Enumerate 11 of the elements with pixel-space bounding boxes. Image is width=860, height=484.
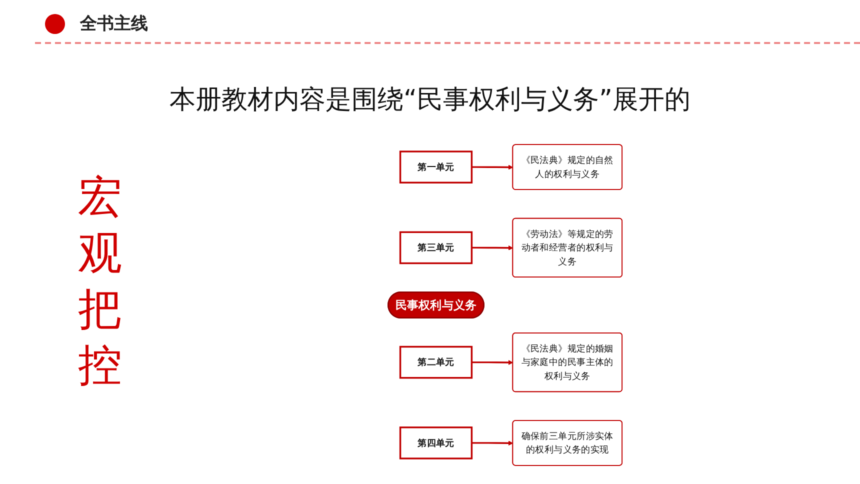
arrow <box>472 245 514 250</box>
title: 本册教材内容是围绕“民事权利与义务”展开的 <box>168 84 692 117</box>
node-box: 第一单元 <box>399 150 472 184</box>
arrow <box>472 164 514 170</box>
arrow <box>472 360 514 366</box>
arrow <box>472 440 514 446</box>
node-box: 第二单元 <box>399 346 472 379</box>
side-heading: 宏观把控 <box>78 171 123 393</box>
node-box: 第三单元 <box>399 231 472 264</box>
node-box: 第四单元 <box>399 426 472 460</box>
section-heading: 全书主线 <box>80 13 148 35</box>
